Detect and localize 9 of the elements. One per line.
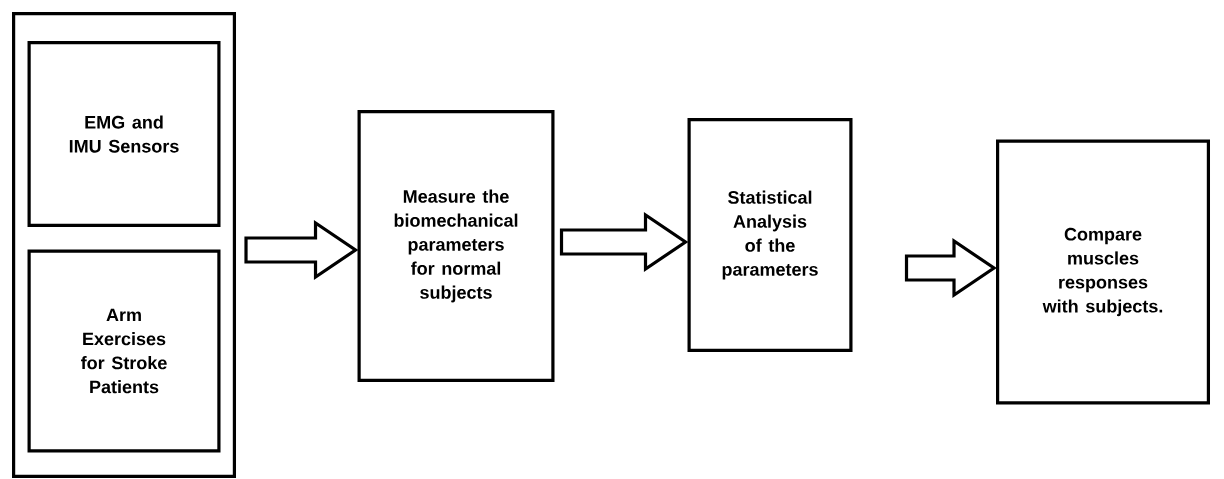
process-box: Arm Exercises for Stroke Patients [27,249,221,453]
block-arrow [904,238,997,299]
process-box: Statistical Analysis of the parameters [687,118,853,352]
block-arrow [559,212,689,273]
process-box: EMG and IMU Sensors [27,41,221,227]
process-box: Compare muscles responses with subjects. [996,139,1210,405]
container-box [12,12,236,478]
process-box: Measure the biomechanical parameters for normal subjects [357,110,555,382]
block-arrow [244,220,359,281]
